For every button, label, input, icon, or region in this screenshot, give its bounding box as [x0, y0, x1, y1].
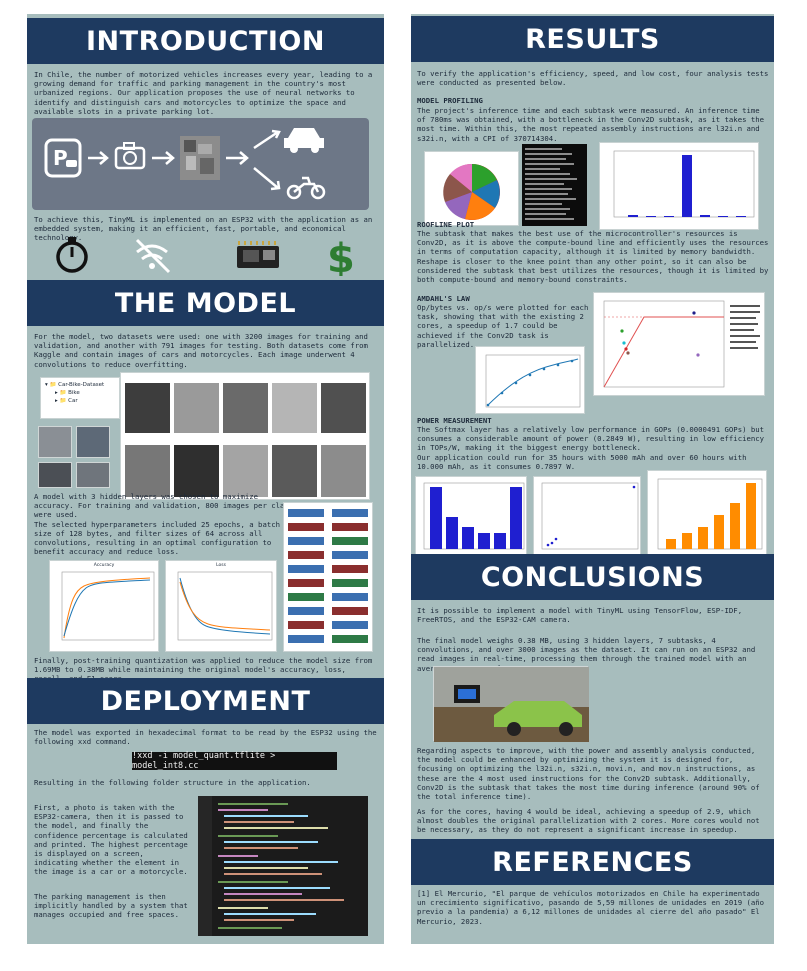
references-heading: REFERENCES: [411, 839, 774, 885]
tree-root[interactable]: ▾ 📁 Car-Bike-Dataset: [45, 382, 105, 388]
right-column: RESULTS To verify the application's effi…: [411, 14, 774, 944]
loss-chart: Loss: [165, 560, 277, 652]
battery-bar-chart: [647, 470, 767, 558]
sample-image: [38, 462, 72, 488]
terminal-output: [522, 144, 587, 226]
introduction-heading: INTRODUCTION: [27, 18, 384, 64]
introduction-paragraph-1: In Chile, the number of motorized vehicl…: [34, 70, 373, 116]
roofline-chart: [593, 292, 765, 396]
stopwatch-icon: [56, 237, 88, 273]
accuracy-chart-title: Accuracy: [93, 563, 115, 568]
dollar-icon: $: [327, 236, 355, 276]
deployment-paragraph-3: First, a photo is taken with the ESP32-c…: [34, 803, 188, 877]
parking-icon: P: [44, 138, 82, 178]
profiling-heading: MODEL PROFILING: [417, 96, 483, 105]
conclusions-paragraph-1: It is possible to implement a model with…: [417, 606, 743, 625]
conclusions-paragraph-4: As for the cores, having 4 would be idea…: [417, 807, 760, 835]
accuracy-chart: Accuracy: [49, 560, 159, 652]
camera-icon: [114, 142, 146, 170]
loss-chart-title: Loss: [216, 563, 226, 568]
arrow-icon: [88, 151, 109, 165]
no-wifi-icon: [135, 238, 171, 274]
sample-image: [38, 426, 72, 458]
results-heading: RESULTS: [411, 16, 774, 62]
roofline-text: The subtask that makes the best use of t…: [417, 229, 769, 285]
svg-text:P: P: [53, 146, 68, 170]
results-intro: To verify the application's efficiency, …: [417, 69, 769, 88]
sample-image: [76, 426, 110, 458]
model-architecture-diagram: [283, 502, 373, 652]
deployment-paragraph-2: Resulting in the following folder struct…: [34, 778, 311, 787]
motorcycle-icon: [286, 176, 326, 200]
code-editor-screenshot: [198, 796, 368, 936]
power-text: The Softmax layer has a relatively low p…: [417, 425, 765, 471]
model-paragraph-1: For the model, two datasets were used: o…: [34, 332, 368, 369]
speedup-chart: [475, 346, 585, 414]
prototype-photo: [433, 666, 589, 742]
deployment-paragraph-1: The model was exported in hexadecimal fo…: [34, 728, 377, 747]
neural-network-image: [180, 136, 220, 180]
roofline-heading: ROOFLINE PLOT: [417, 220, 475, 229]
reference-1: [1] El Mercurio, "El parque de vehículos…: [417, 889, 765, 926]
amdahl-heading: AMDAHL'S LAW: [417, 294, 470, 303]
sample-image: [76, 462, 110, 488]
subtask-bar-chart: [599, 142, 759, 230]
amdahl-text: Op/bytes vs. op/s were plotted for each …: [417, 303, 589, 349]
left-column: INTRODUCTION In Chile, the number of mot…: [27, 14, 384, 944]
svg-text:$: $: [327, 236, 355, 276]
efficiency-scatter-chart: [533, 476, 641, 556]
conclusions-paragraph-3: Regarding aspects to improve, with the p…: [417, 746, 760, 802]
car-icon: [284, 128, 324, 153]
arrow-icon: [152, 151, 175, 165]
arrow-icon: [226, 151, 249, 165]
power-heading: POWER MEASUREMENT: [417, 416, 492, 425]
model-paragraph-2: A model with 3 hidden layers was chosen …: [34, 492, 293, 557]
model-heading: THE MODEL: [27, 280, 384, 326]
introduction-paragraph-2: To achieve this, TinyML is implemented o…: [34, 215, 373, 243]
power-bar-chart: [415, 476, 527, 556]
deployment-heading: DEPLOYMENT: [27, 678, 384, 724]
profiling-text: The project's inference time and each su…: [417, 106, 765, 143]
deployment-paragraph-4: The parking management is then implicitl…: [34, 892, 188, 920]
augmented-images-grid: [120, 372, 370, 500]
conclusions-paragraph-2: The final model weighs 0.38 MB, using 3 …: [417, 636, 756, 673]
tree-item-bike[interactable]: ▸ 📁 Bike: [55, 390, 80, 396]
dataset-folder-tree: ▾ 📁 Car-Bike-Dataset ▸ 📁 Bike ▸ 📁 Car: [40, 377, 120, 419]
tree-item-car[interactable]: ▸ 📁 Car: [55, 398, 78, 404]
xxd-command: !xxd -i model_quant.tflite > model_int8.…: [132, 751, 337, 771]
pie-chart: [424, 151, 519, 226]
conclusions-heading: CONCLUSIONS: [411, 554, 774, 600]
pipeline-diagram: P: [32, 118, 369, 210]
esp32-board-icon: [237, 241, 279, 268]
